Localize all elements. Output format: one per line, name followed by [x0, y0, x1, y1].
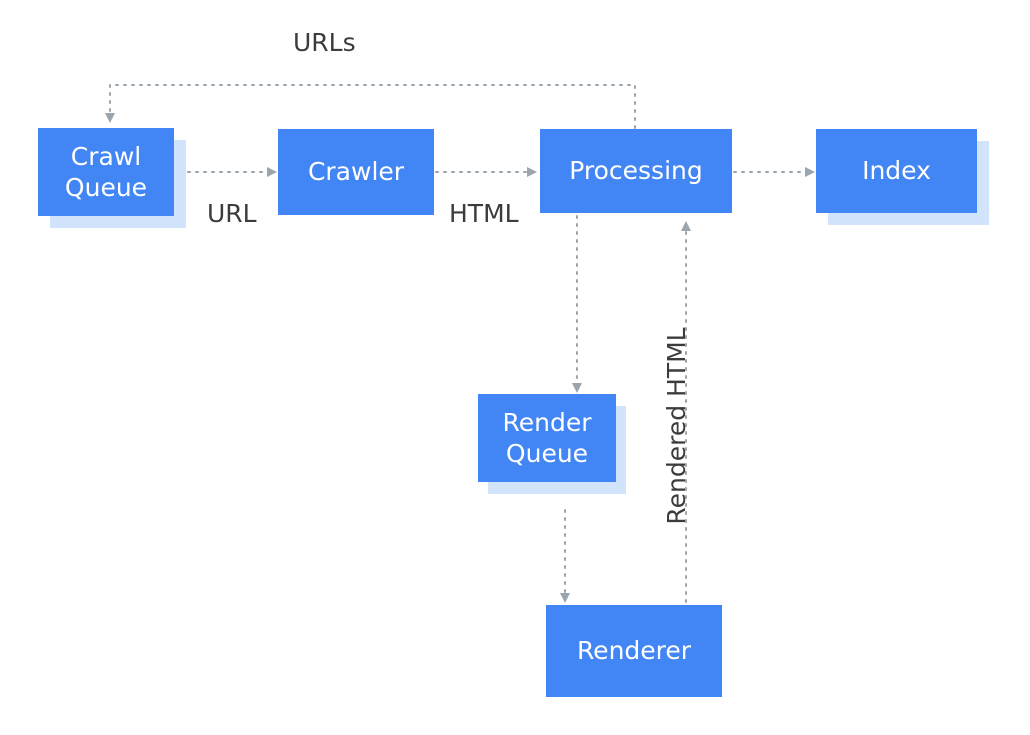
processing-label: Processing: [569, 156, 703, 186]
renderer-label: Renderer: [576, 636, 692, 666]
crawl-queue-node[interactable]: Crawl Queue: [38, 128, 174, 216]
crawl-queue-label-line1: Crawl: [70, 141, 142, 171]
render-queue-label-line1: Render: [502, 407, 592, 437]
render-queue-node[interactable]: Render Queue: [478, 394, 616, 482]
render-queue-label-line2: Queue: [505, 439, 589, 468]
index-node[interactable]: Index: [816, 129, 977, 213]
renderer-node[interactable]: Renderer: [546, 605, 722, 697]
edge-label-rendered-html: Rendered HTML: [662, 327, 691, 525]
processing-node[interactable]: Processing: [540, 129, 732, 213]
edge-label-url: URL: [207, 199, 257, 228]
crawl-queue-label-line2: Queue: [64, 173, 148, 202]
edge-label-html: HTML: [449, 199, 519, 228]
edge-label-urls: URLs: [293, 28, 356, 57]
index-label: Index: [862, 156, 931, 186]
connector-processing-to-crawl-queue: [105, 84, 636, 129]
crawler-node[interactable]: Crawler: [278, 129, 434, 215]
crawler-label: Crawler: [307, 157, 405, 187]
